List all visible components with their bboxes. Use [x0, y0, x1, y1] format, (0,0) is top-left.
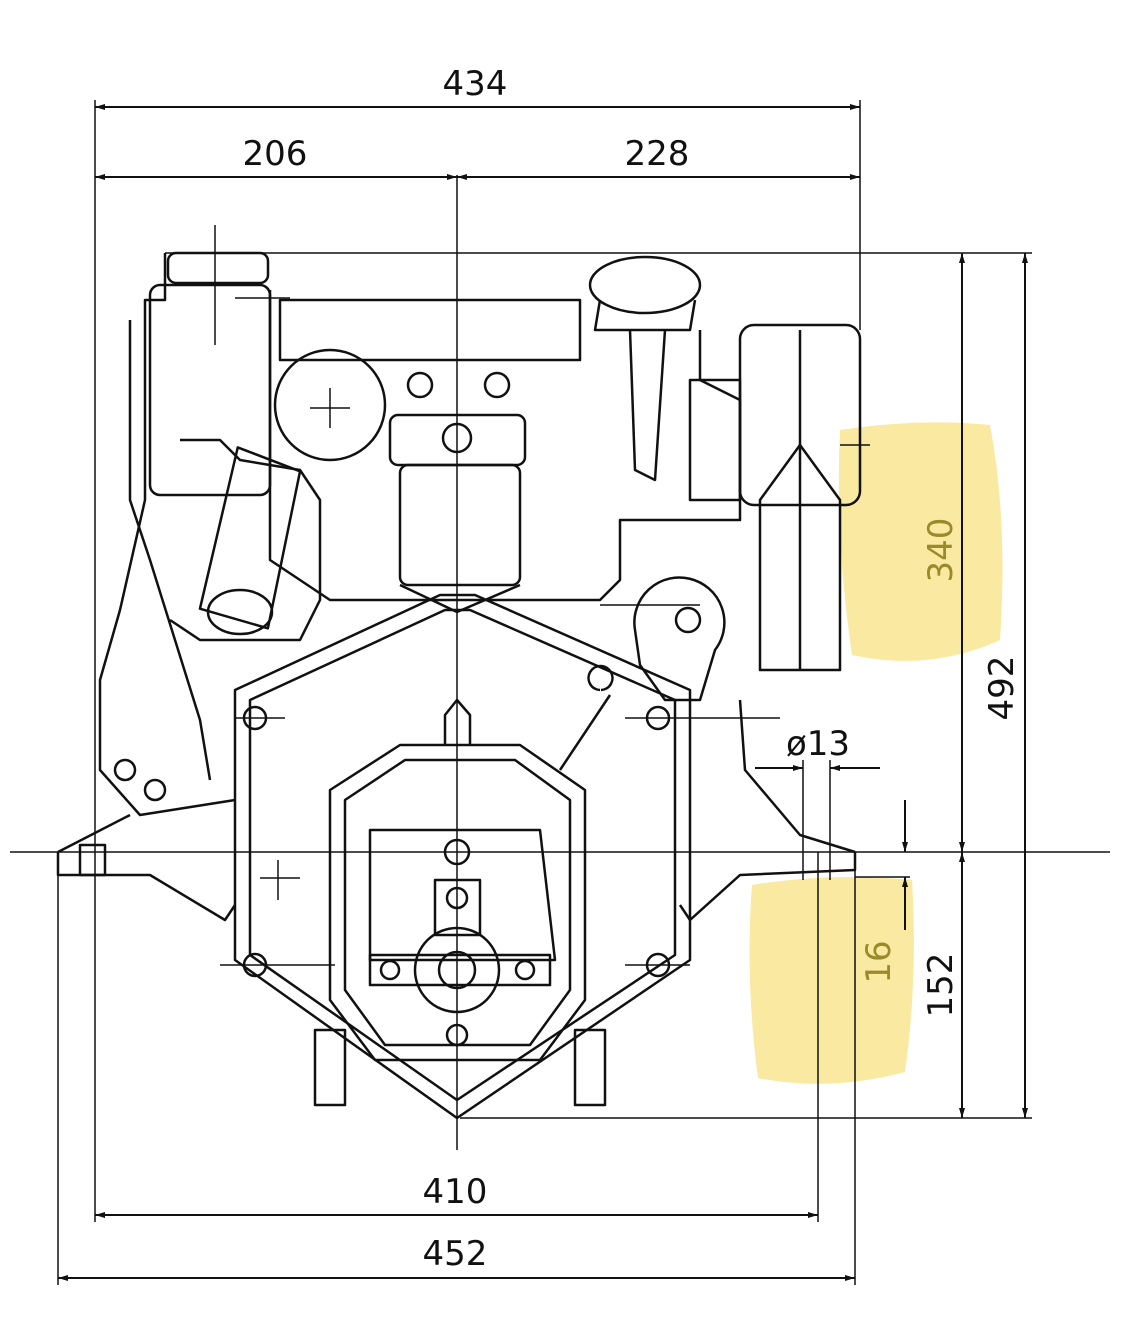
dim-16-label: 16 — [859, 940, 899, 983]
dim-228-label: 228 — [625, 134, 690, 174]
dim-152-label: 152 — [921, 953, 961, 1018]
extension-lines — [57, 100, 1032, 1285]
center-cross-markers — [214, 225, 780, 966]
dim-diameter-13-label: ø13 — [786, 724, 850, 764]
dim-434-label: 434 — [443, 64, 508, 104]
dim-492-label: 492 — [982, 656, 1022, 721]
engine-outline — [56, 251, 862, 1120]
dim-410-label: 410 — [423, 1172, 488, 1212]
dim-340-label: 340 — [921, 518, 961, 583]
highlight-16 — [749, 876, 914, 1084]
dim-452-label: 452 — [423, 1234, 488, 1274]
dim-206-label: 206 — [243, 134, 308, 174]
dimension-lines — [58, 104, 1028, 1281]
